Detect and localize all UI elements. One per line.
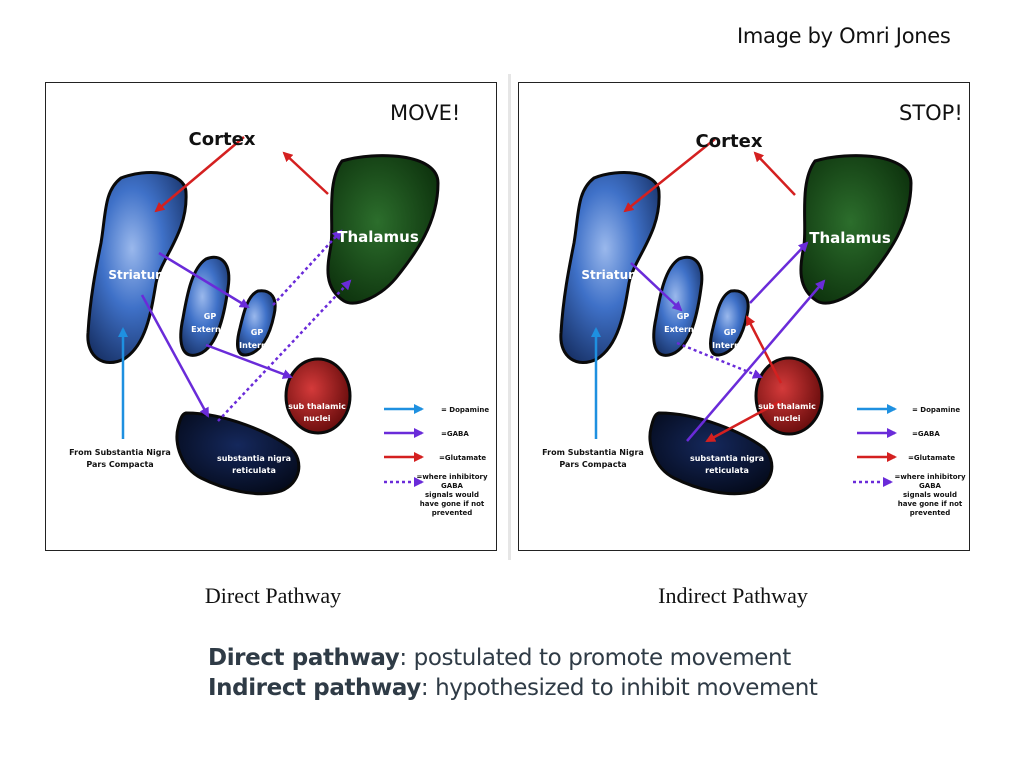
stn-to-snr-arrow bbox=[705, 399, 782, 443]
legend-gaba-label: =GABA bbox=[912, 430, 940, 438]
stn-label-1: sub thalamic bbox=[758, 402, 816, 411]
legend-prevented-line-4: have gone if not bbox=[898, 500, 963, 508]
striatum-region bbox=[559, 171, 661, 365]
gpi-to-thalamus-prevented-arrow bbox=[272, 229, 343, 306]
direct-pathway-diagram: MOVE! Cortex Thalamus Striatum GP Extern… bbox=[45, 82, 497, 551]
summary-indirect-term: Indirect pathway bbox=[208, 675, 421, 701]
gpi-to-thalamus-arrow bbox=[749, 241, 809, 304]
stn-label-1: sub thalamic bbox=[288, 402, 346, 411]
legend-prevented-line-5: prevented bbox=[432, 509, 473, 517]
snr-label-1: substantia nigra bbox=[217, 454, 291, 463]
legend-prevented-line-3: signals would bbox=[903, 491, 957, 499]
summary-indirect-text: : hypothesized to inhibit movement bbox=[420, 675, 818, 701]
legend-dopamine-label: = Dopamine bbox=[912, 406, 960, 414]
snr-to-thalamus-prevented-arrow bbox=[217, 279, 352, 422]
snc-label-1: From Substantia Nigra bbox=[69, 448, 171, 457]
snr-region bbox=[175, 411, 301, 496]
thalamus-to-cortex-arrow bbox=[282, 151, 329, 195]
thalamus-region bbox=[326, 154, 440, 305]
stn-region bbox=[284, 357, 352, 435]
legend-dopamine-label: = Dopamine bbox=[441, 406, 489, 414]
legend-prevented-line-1: =where inhibitory bbox=[894, 473, 965, 481]
striatum-to-snr-arrow bbox=[140, 294, 210, 418]
gp-external-label-1: GP bbox=[204, 312, 217, 321]
gpe-to-stn-arrow bbox=[205, 343, 293, 379]
indirect-pathway-diagram: STOP! Cortex Thalamus Striatum GP Extern… bbox=[518, 82, 970, 551]
state-label: STOP! bbox=[899, 101, 963, 125]
indirect-pathway-svg: STOP! Cortex Thalamus Striatum GP Extern… bbox=[542, 101, 966, 517]
summary-line-indirect: Indirect pathway: hypothesized to inhibi… bbox=[208, 673, 818, 703]
legend-glutamate-label: =Glutamate bbox=[908, 454, 955, 462]
thalamus-label: Thalamus bbox=[337, 228, 419, 246]
cortex-to-striatum-arrow bbox=[154, 136, 245, 213]
cortex-to-striatum-arrow bbox=[623, 138, 716, 213]
legend-prevented-line-3: signals would bbox=[425, 491, 479, 499]
summary-line-direct: Direct pathway: postulated to promote mo… bbox=[208, 643, 818, 673]
legend-prevented-line-1: =where inhibitory bbox=[416, 473, 487, 481]
gp-internal-label-1: GP bbox=[251, 328, 264, 337]
striatum-region bbox=[86, 171, 188, 365]
direct-pathway-svg: MOVE! Cortex Thalamus Striatum GP Extern… bbox=[69, 101, 489, 517]
snr-to-thalamus-arrow bbox=[686, 279, 826, 442]
legend-glutamate-label: =Glutamate bbox=[439, 454, 486, 462]
legend-prevented-line-5: prevented bbox=[910, 509, 951, 517]
panel-separator bbox=[508, 74, 511, 560]
striatum-label: Striatum bbox=[108, 268, 167, 282]
gp-external-label-1: GP bbox=[677, 312, 690, 321]
legend-gaba-label: =GABA bbox=[441, 430, 469, 438]
gp-internal-label-2: Internal bbox=[712, 341, 748, 350]
gp-external-region bbox=[179, 255, 231, 357]
snr-label-1: substantia nigra bbox=[690, 454, 764, 463]
gp-internal-region bbox=[709, 289, 750, 357]
snc-label-2: Pars Compacta bbox=[86, 460, 153, 469]
gp-external-label-2: External bbox=[664, 325, 702, 334]
stn-label-2: nuclei bbox=[773, 414, 800, 423]
thalamus-region bbox=[799, 154, 913, 305]
image-credit: Image by Omri Jones bbox=[737, 24, 951, 48]
snr-region bbox=[648, 411, 774, 496]
pathway-summary: Direct pathway: postulated to promote mo… bbox=[208, 643, 818, 703]
snc-label-1: From Substantia Nigra bbox=[542, 448, 644, 457]
state-label: MOVE! bbox=[390, 101, 460, 125]
indirect-pathway-caption: Indirect Pathway bbox=[658, 583, 808, 608]
direct-pathway-caption: Direct Pathway bbox=[204, 583, 342, 608]
cortex-label: Cortex bbox=[696, 131, 763, 152]
gp-internal-label-1: GP bbox=[724, 328, 737, 337]
stn-label-2: nuclei bbox=[303, 414, 330, 423]
gp-internal-label-2: Internal bbox=[239, 341, 275, 350]
legend-prevented-line-2: GABA bbox=[441, 482, 463, 490]
snc-label-2: Pars Compacta bbox=[559, 460, 626, 469]
legend-prevented-line-4: have gone if not bbox=[420, 500, 485, 508]
stn-region bbox=[754, 356, 824, 436]
striatum-to-gpe-arrow bbox=[630, 262, 683, 312]
thalamus-label: Thalamus bbox=[809, 229, 891, 247]
thalamus-to-cortex-arrow bbox=[753, 151, 796, 196]
striatum-label: Striatum bbox=[581, 268, 640, 282]
gp-external-label-2: External bbox=[191, 325, 229, 334]
cortex-label: Cortex bbox=[189, 129, 256, 150]
snr-label-2: reticulata bbox=[705, 466, 749, 475]
summary-direct-term: Direct pathway bbox=[208, 645, 400, 671]
summary-direct-text: : postulated to promote movement bbox=[399, 645, 791, 671]
striatum-to-gpi-arrow bbox=[158, 251, 250, 309]
snr-label-2: reticulata bbox=[232, 466, 276, 475]
legend-prevented-line-2: GABA bbox=[919, 482, 941, 490]
